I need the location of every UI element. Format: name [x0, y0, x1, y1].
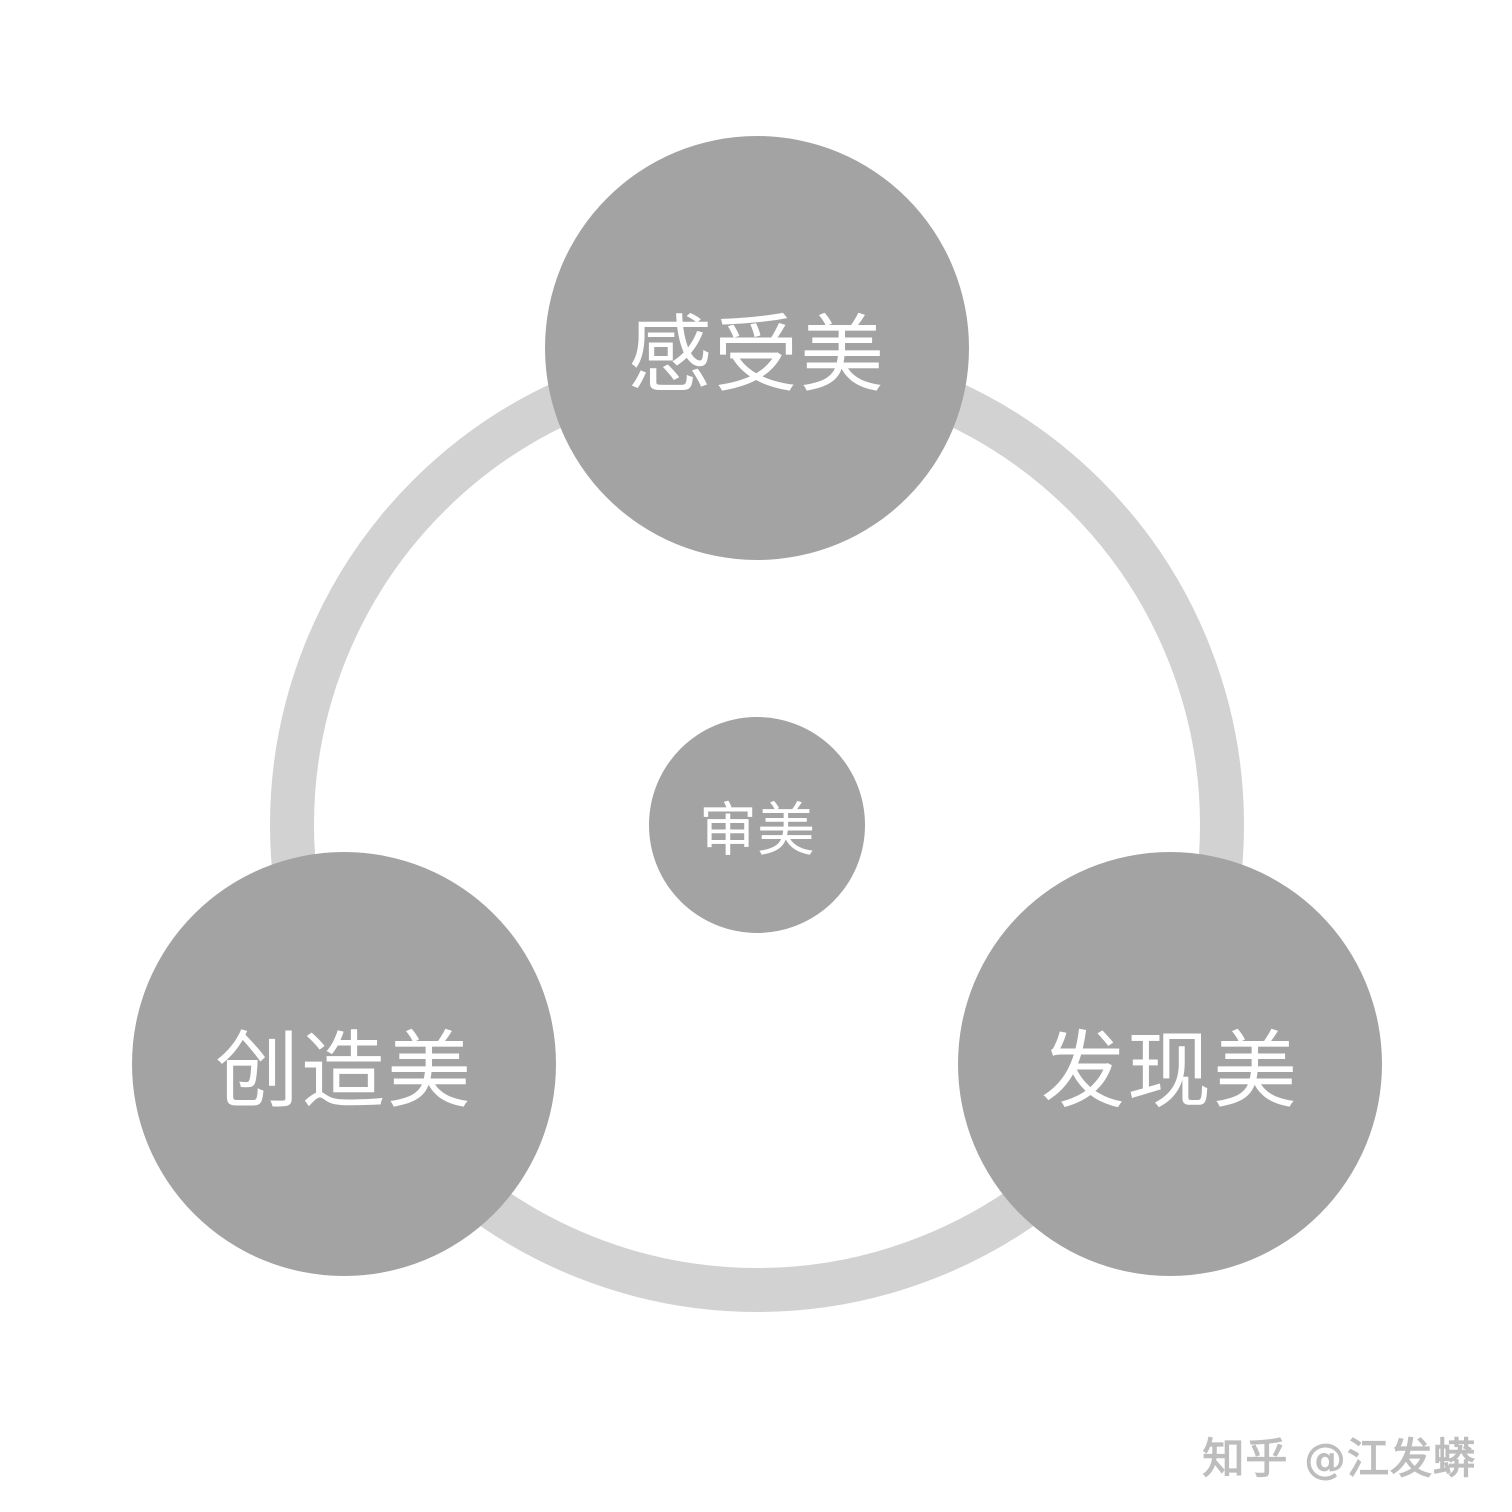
watermark: 知乎 @江发蟒	[1202, 1434, 1476, 1483]
node-label: 感受美	[627, 305, 886, 404]
node-create-beauty: 创造美	[132, 852, 556, 1276]
node-feel-beauty: 感受美	[545, 136, 969, 560]
node-discover-beauty: 发现美	[958, 852, 1382, 1276]
node-label: 创造美	[214, 1021, 473, 1120]
center-label: 审美	[698, 796, 815, 864]
center-node-aesthetics: 审美	[649, 717, 865, 933]
node-label: 发现美	[1040, 1021, 1299, 1120]
